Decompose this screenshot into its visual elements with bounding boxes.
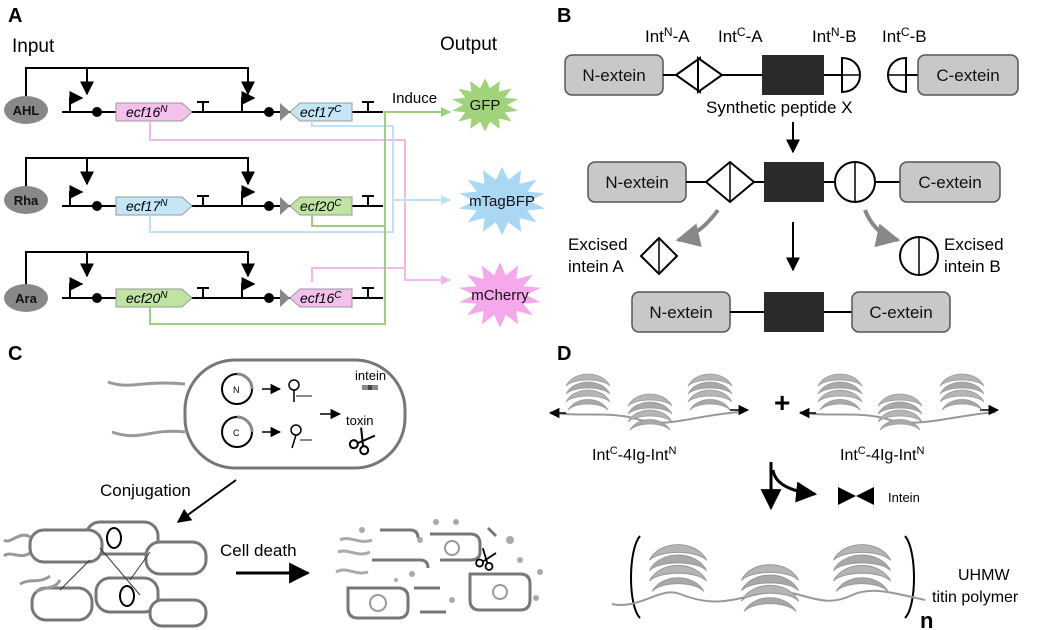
circuit-row-1: AHL ecf16N ecf17C: [4, 67, 383, 124]
induce-label: Induce: [392, 90, 437, 107]
conjugation-label: Conjugation: [100, 481, 191, 500]
cell-death-label: Cell death: [220, 541, 297, 560]
c-extein-label: C-extein: [936, 66, 999, 85]
n-extein-label-3: N-extein: [649, 303, 712, 322]
precursor-parts: N-extein C-extein: [564, 54, 1019, 96]
construct-label-right: IntC-4Ig-IntN: [840, 445, 924, 464]
panel-d-label: D: [557, 343, 571, 365]
rha-inducer: [4, 186, 48, 214]
gene-ecf17n: ecf17N: [126, 198, 168, 214]
intn-b-label: IntN-B: [812, 25, 857, 46]
output-label: Output: [440, 34, 498, 55]
toxin-label: toxin: [346, 413, 373, 428]
spliced-product: N-extein C-extein: [631, 291, 951, 333]
ahl-label: AHL: [13, 103, 40, 118]
ahl-inducer: [4, 96, 48, 124]
excise-arrow-b: [863, 209, 901, 248]
gene-ecf20n: ecf20N: [126, 290, 168, 306]
intein-bowtie-icon: [838, 487, 874, 505]
mtagbfp-output: mTagBFP: [459, 166, 545, 236]
input-label: Input: [12, 36, 55, 57]
dead-cells: [335, 519, 543, 620]
n-extein-label: N-extein: [582, 66, 645, 85]
gene-ecf16c: ecf16C: [300, 290, 342, 306]
excised-intein-a: Excised intein A: [568, 235, 679, 276]
construct-label-left: IntC-4Ig-IntN: [592, 445, 676, 464]
intn-a-label: IntN-A: [645, 25, 690, 46]
peptide-x-box: [762, 55, 824, 95]
intc-a-label: IntC-A: [718, 25, 763, 46]
c-extein-label-2: C-extein: [918, 173, 981, 192]
rha-label: Rha: [14, 193, 39, 208]
assembled-construct: N-extein C-extein: [587, 160, 1001, 204]
conjugation-arrow: [176, 479, 237, 523]
gene-ecf17c: ecf17C: [300, 104, 342, 120]
panel-c-label: C: [8, 343, 22, 365]
polymer-n: n: [920, 608, 933, 630]
monomer-left: [548, 373, 750, 431]
circuit-row-3: Ara ecf20N ecf16C: [4, 251, 383, 312]
conjugating-cells: [2, 520, 208, 628]
gene-ecf20c: ecf20C: [300, 198, 342, 214]
gfp-output: GFP: [451, 78, 519, 132]
n-extein-label-2: N-extein: [605, 173, 668, 192]
gene-ecf16n: ecf16N: [126, 104, 168, 120]
donor-cell: N C intein toxin: [107, 358, 407, 470]
mcherry-output: mCherry: [459, 262, 541, 328]
panel-a-label: A: [8, 5, 22, 27]
intc-b-label: IntC-B: [882, 25, 927, 46]
excised-a-line2: intein A: [568, 257, 624, 276]
polymer-label-2: titin polymer: [932, 589, 1019, 606]
ara-inducer: [4, 284, 48, 312]
ara-label: Ara: [15, 291, 37, 306]
intein-label-c: intein: [355, 368, 386, 383]
mtagbfp-label: mTagBFP: [469, 193, 535, 210]
c-extein-box: [917, 54, 1019, 96]
monomer-right: [798, 373, 1000, 431]
excise-arrow-a: [675, 208, 720, 247]
c-extein-label-3: C-extein: [869, 303, 932, 322]
excised-a-line1: Excised: [568, 235, 628, 254]
panel-b-label: B: [557, 5, 571, 27]
plasmid-n-label: N: [233, 385, 240, 395]
regulation-connectors: [149, 107, 451, 325]
scissors-icon: [348, 427, 376, 456]
plus-sign: +: [774, 387, 790, 418]
intein-label-d: Intein: [888, 490, 920, 505]
circuit-row-2: Rha ecf17N ecf20C: [4, 157, 383, 216]
synthetic-peptide-label: Synthetic peptide X: [706, 98, 852, 117]
gfp-label: GFP: [470, 97, 501, 114]
plasmid-c-label: C: [233, 428, 240, 438]
mcherry-label: mCherry: [471, 287, 529, 304]
polymer-label-1: UHMW: [958, 567, 1010, 584]
excised-b-line1: Excised: [944, 235, 1004, 254]
excised-b-line2: intein B: [944, 257, 1001, 276]
polymer: [611, 535, 926, 619]
excised-intein-b: Excised intein B: [899, 235, 1004, 276]
